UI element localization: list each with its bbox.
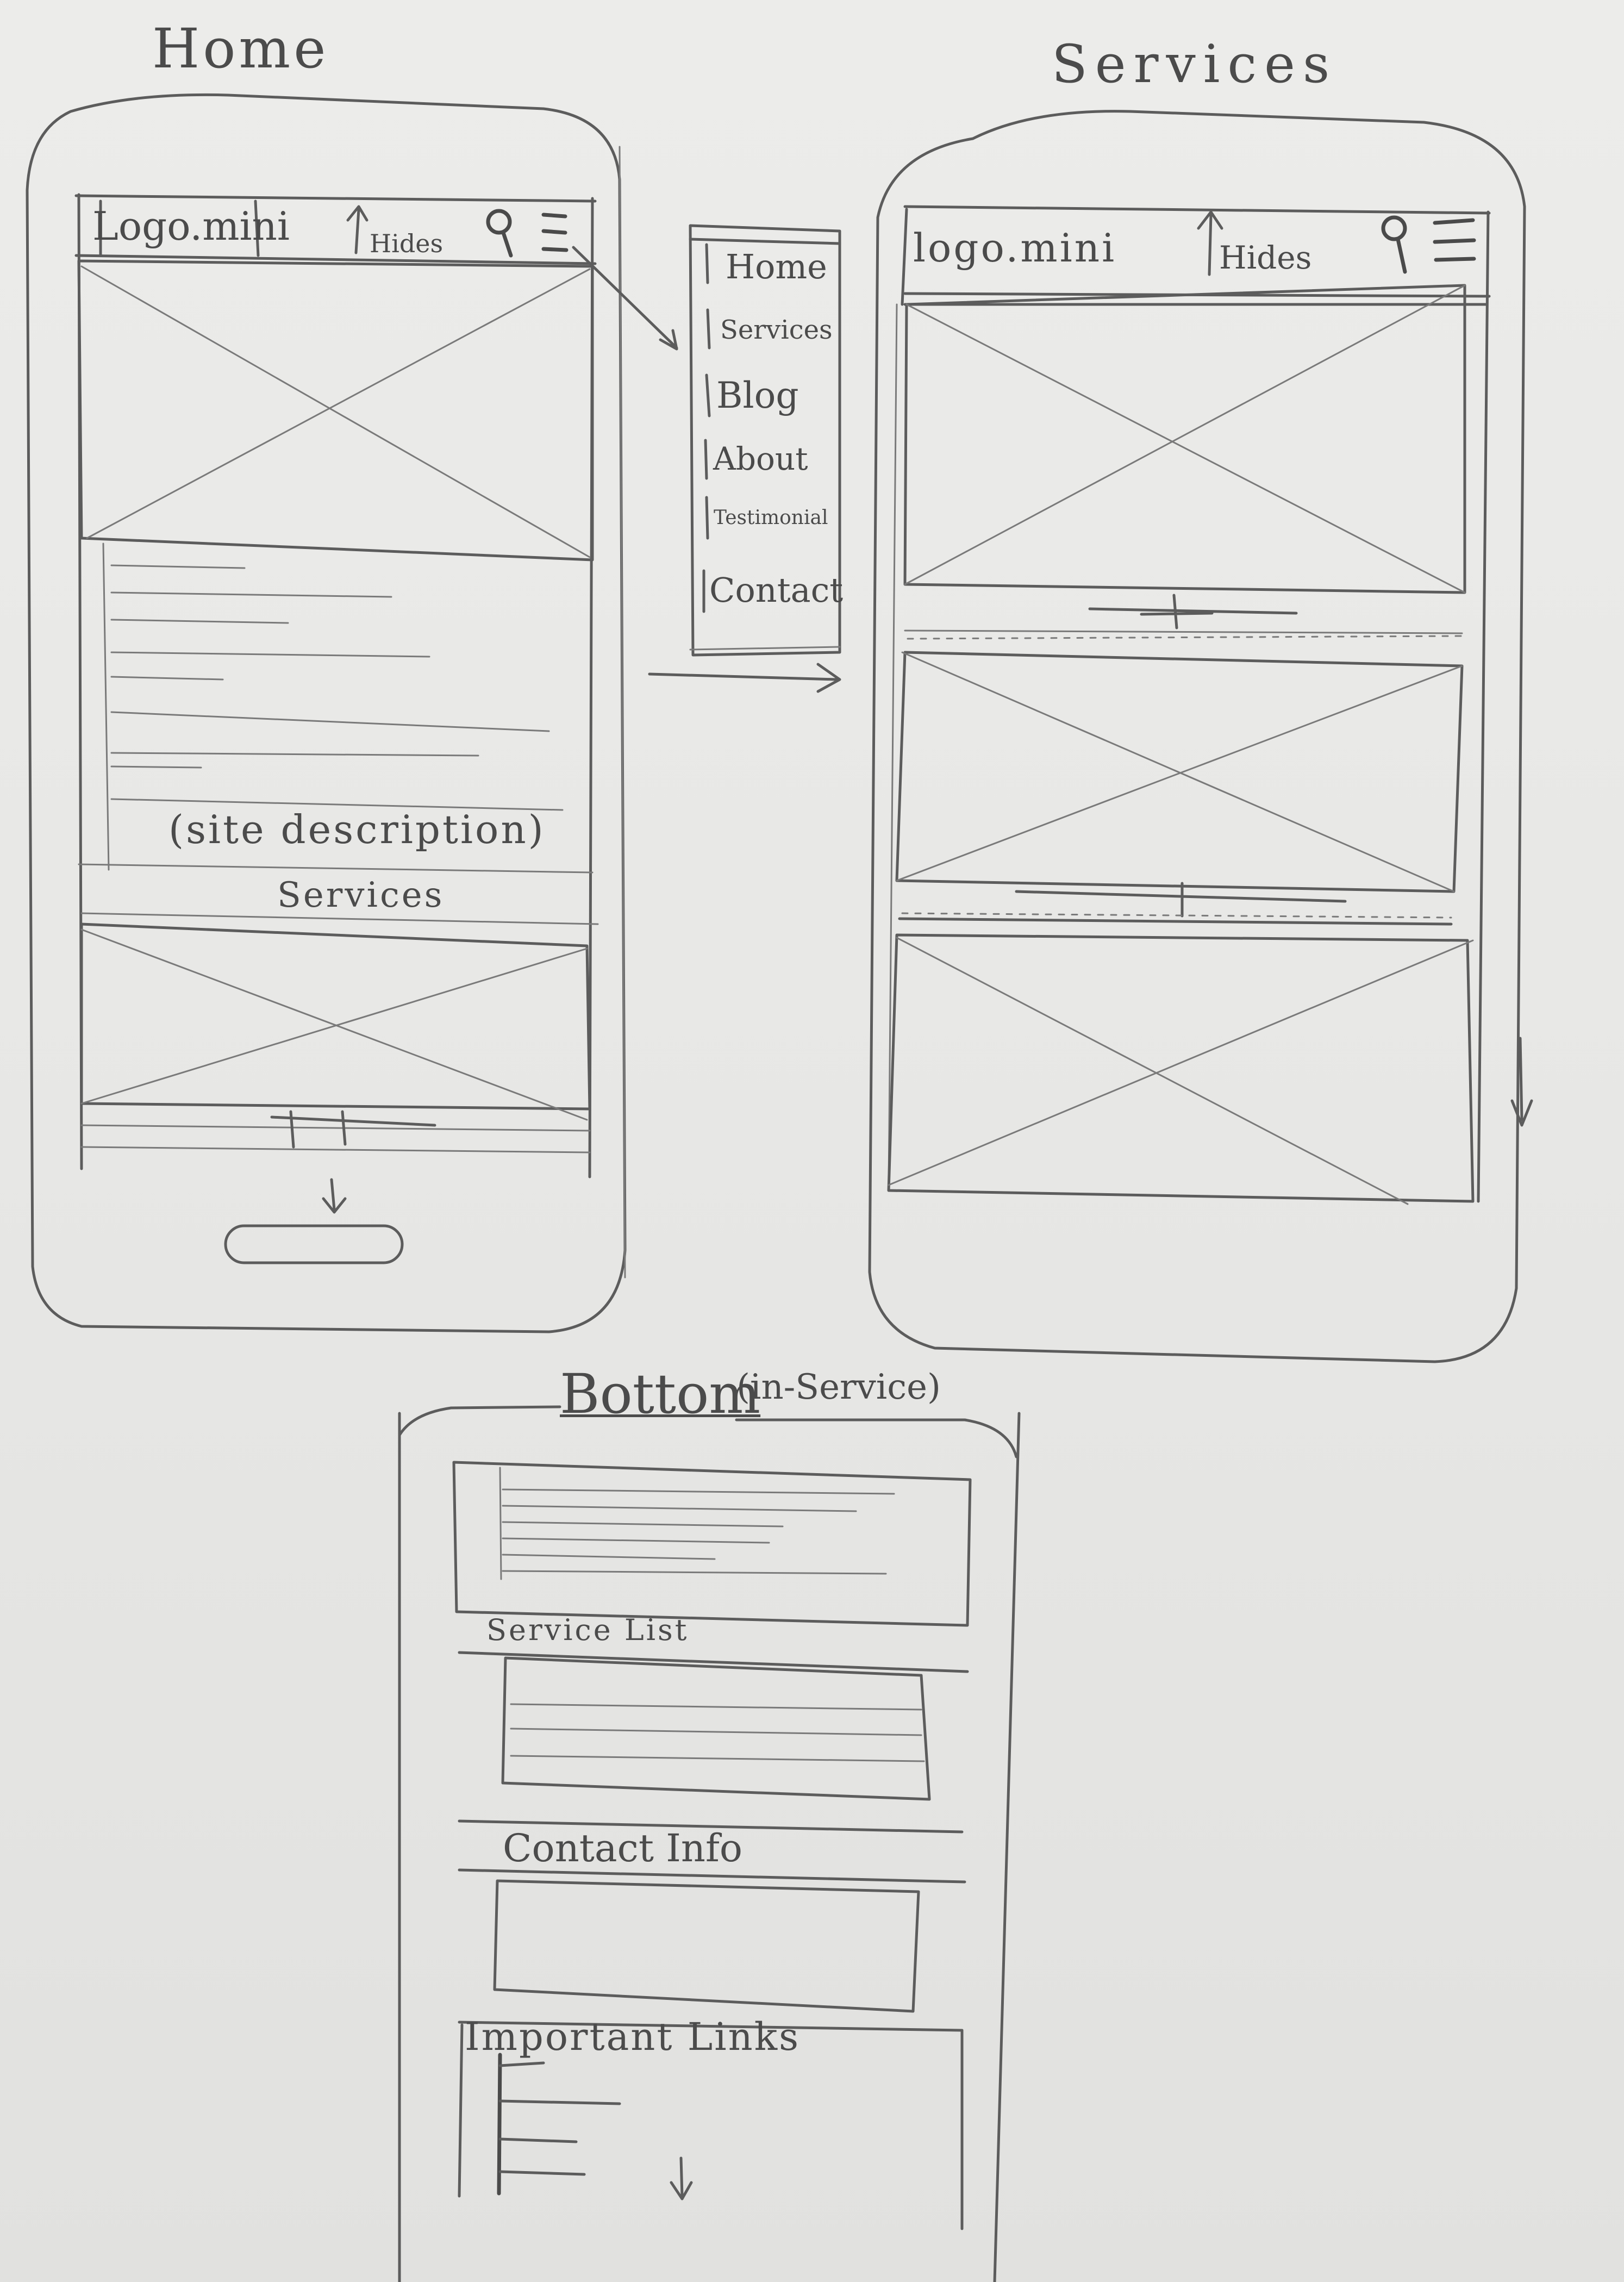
services-phone: [868, 110, 1533, 1363]
menu-item-blog[interactable]: Blog: [716, 375, 799, 416]
services-scroll-down-arrow: [1510, 1037, 1533, 1127]
service-2-image-placeholder: [895, 651, 1464, 926]
contact-info-label: Contact Info: [503, 1826, 743, 1871]
menu-item-services[interactable]: Services: [720, 315, 833, 345]
menu-item-home[interactable]: Home: [726, 247, 827, 286]
home-phone: [26, 93, 678, 1333]
bottom-screen-subtitle: (in-Service): [736, 1367, 941, 1407]
home-services-image-placeholder: [80, 922, 591, 1154]
service-3-image-placeholder: [887, 933, 1475, 1205]
hamburger-menu-icon[interactable]: [541, 213, 569, 252]
bottom-scroll-down-arrow: [670, 2156, 693, 2200]
search-icon[interactable]: [486, 209, 513, 258]
service-list-label: Service List: [486, 1613, 689, 1647]
home-screen-title: Home: [152, 17, 329, 80]
home-header: [74, 193, 678, 1179]
dropdown-menu-frame: [648, 224, 841, 693]
bottom-service-list-box: [458, 1651, 969, 1834]
services-logo-label: logo.mini: [913, 225, 1117, 271]
home-site-description-label: (site description): [168, 807, 546, 852]
hamburger-menu-icon[interactable]: [1433, 218, 1476, 262]
menu-item-about[interactable]: About: [713, 440, 808, 477]
home-button-icon[interactable]: [224, 1224, 404, 1264]
services-screen-title: Services: [1052, 34, 1338, 95]
menu-item-testimonial[interactable]: Testimonial: [714, 507, 828, 529]
home-scroll-down-arrow: [322, 1178, 347, 1214]
home-hides-label: Hides: [370, 229, 444, 258]
services-hides-label: Hides: [1219, 239, 1312, 276]
home-logo-label: Logo.mini: [92, 203, 290, 249]
service-1-image-placeholder: [903, 284, 1466, 640]
bottom-important-links: [458, 2023, 964, 2230]
search-icon[interactable]: [1381, 215, 1407, 274]
home-hero-image-placeholder: [77, 259, 594, 562]
important-links-label: Important Links: [465, 2015, 801, 2059]
bottom-phone: [398, 1405, 1021, 2282]
bottom-contact-info-box: [458, 1868, 966, 2032]
services-header: [888, 205, 1491, 1203]
bottom-top-text-block: [452, 1461, 972, 1627]
home-description-lines: [78, 543, 599, 925]
home-services-label: Services: [277, 875, 445, 915]
bottom-screen-title: Bottom: [560, 1362, 761, 1426]
menu-item-contact[interactable]: Contact: [709, 570, 844, 610]
